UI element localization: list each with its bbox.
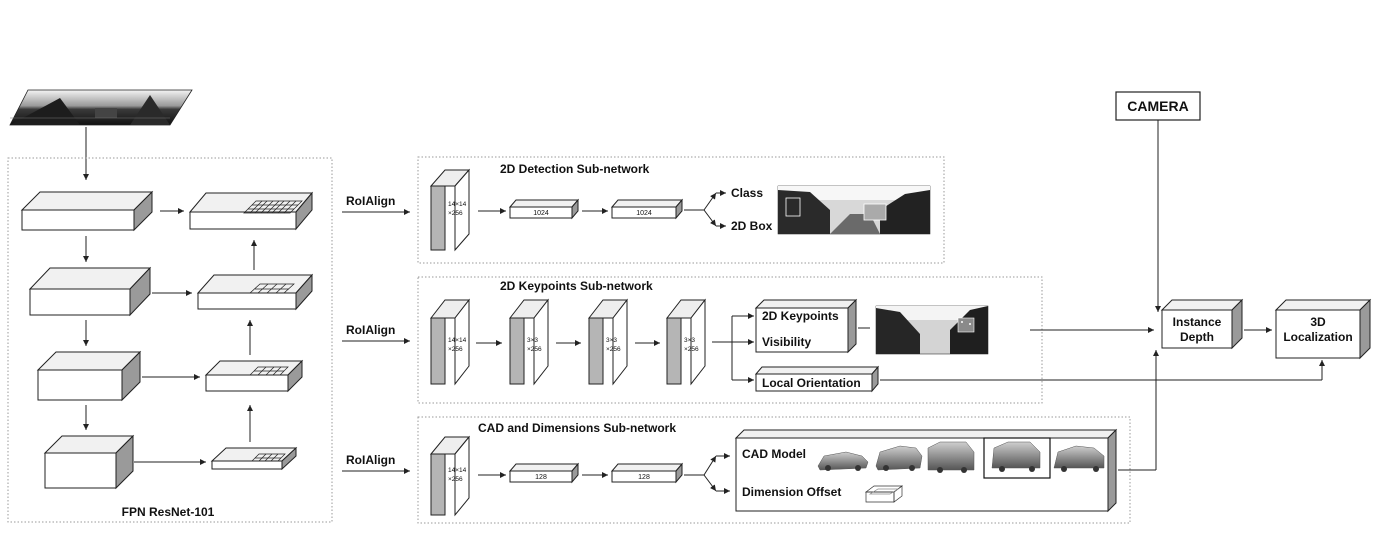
svg-text:×256: ×256 xyxy=(448,210,463,217)
svg-text:Depth: Depth xyxy=(1180,330,1214,344)
svg-text:×256: ×256 xyxy=(448,476,463,483)
cad-output-dimension: Dimension Offset xyxy=(742,485,841,499)
roialign-label-cad: RoIAlign xyxy=(346,453,395,467)
keypoints-conv2: 3×3 ×256 xyxy=(587,298,629,386)
svg-text:×256: ×256 xyxy=(606,346,621,353)
cad-model-car-4 xyxy=(991,441,1041,472)
svg-text:Localization: Localization xyxy=(1283,330,1352,344)
fpn-pyramid-1 xyxy=(188,191,314,231)
cad-input-tensor: 14×14 ×256 xyxy=(429,435,471,517)
dimension-offset-wireframe-icon xyxy=(864,485,904,503)
cad-model-car-5 xyxy=(1053,445,1105,472)
fpn-level-4 xyxy=(43,434,135,490)
svg-text:3×3: 3×3 xyxy=(606,337,617,344)
detection-fc1: 1024 xyxy=(508,198,580,220)
svg-text:3×3: 3×3 xyxy=(527,337,538,344)
cad-model-car-3 xyxy=(927,441,975,473)
keypoints-local-orientation-box: Local Orientation xyxy=(754,365,880,393)
svg-text:3×3: 3×3 xyxy=(684,337,695,344)
svg-text:×256: ×256 xyxy=(684,346,699,353)
svg-text:14×14: 14×14 xyxy=(448,337,467,344)
keypoints-conv1: 3×3 ×256 xyxy=(508,298,550,386)
svg-text:×256: ×256 xyxy=(448,346,463,353)
cad-subnetwork-panel xyxy=(417,416,1131,524)
fpn-panel xyxy=(7,157,333,523)
camera-label: CAMERA xyxy=(1127,98,1188,114)
keypoints-title: 2D Keypoints Sub-network xyxy=(500,279,653,293)
keypoints-result-image xyxy=(875,305,989,355)
camera-box: CAMERA xyxy=(1115,91,1201,121)
svg-text:14×14: 14×14 xyxy=(448,467,467,474)
fpn-level-3 xyxy=(36,350,142,402)
detection-fc2-label: 1024 xyxy=(636,210,652,217)
cad-title: CAD and Dimensions Sub-network xyxy=(478,421,676,435)
fpn-label: FPN ResNet-101 xyxy=(122,505,215,519)
roialign-label-detection: RoIAlign xyxy=(346,194,395,208)
detection-title: 2D Detection Sub-network xyxy=(500,162,650,176)
detection-fc1-label: 1024 xyxy=(533,210,549,217)
instance-depth-box: Instance Depth xyxy=(1160,298,1244,350)
fpn-pyramid-3 xyxy=(204,359,304,393)
fpn-level-2 xyxy=(28,266,152,317)
keypoints-output-box: 2D Keypoints Visibility xyxy=(754,298,858,354)
keypoints-conv3: 3×3 ×256 xyxy=(665,298,707,386)
cad-output-model: CAD Model xyxy=(742,447,806,461)
cad-fc1: 128 xyxy=(508,462,580,484)
input-image xyxy=(9,89,193,126)
detection-input-tensor: 14×14 ×256 xyxy=(429,168,471,252)
cad-fc2-label: 128 xyxy=(638,474,650,481)
cad-output-box: CAD Model Dimension Offset xyxy=(734,428,1118,513)
cad-fc2: 128 xyxy=(610,462,684,484)
fpn-pyramid-2 xyxy=(196,273,314,311)
detection-subnetwork-panel xyxy=(417,156,945,264)
svg-text:×256: ×256 xyxy=(527,346,542,353)
cad-fc1-label: 128 xyxy=(535,474,547,481)
svg-text:14×14: 14×14 xyxy=(448,201,467,208)
localization-3d-box: 3D Localization xyxy=(1274,298,1372,360)
detection-result-image xyxy=(777,185,931,235)
fpn-level-1 xyxy=(20,190,154,232)
keypoints-output-visibility: Visibility xyxy=(762,335,811,349)
roialign-label-keypoints: RoIAlign xyxy=(346,323,395,337)
svg-text:Instance: Instance xyxy=(1173,315,1222,329)
detection-output-class: Class xyxy=(731,186,763,200)
detection-output-2dbox: 2D Box xyxy=(731,219,773,233)
cad-model-car-1 xyxy=(817,451,869,471)
cad-model-selected-frame xyxy=(983,437,1051,479)
keypoints-output-orientation: Local Orientation xyxy=(762,376,861,390)
svg-text:3D: 3D xyxy=(1310,315,1326,329)
detection-fc2: 1024 xyxy=(610,198,684,220)
fpn-pyramid-4 xyxy=(210,446,298,471)
cad-model-car-2 xyxy=(875,445,923,471)
keypoints-output-2dkeypoints: 2D Keypoints xyxy=(762,309,839,323)
keypoints-input-tensor: 14×14 ×256 xyxy=(429,298,471,386)
keypoints-subnetwork-panel xyxy=(417,276,1043,404)
